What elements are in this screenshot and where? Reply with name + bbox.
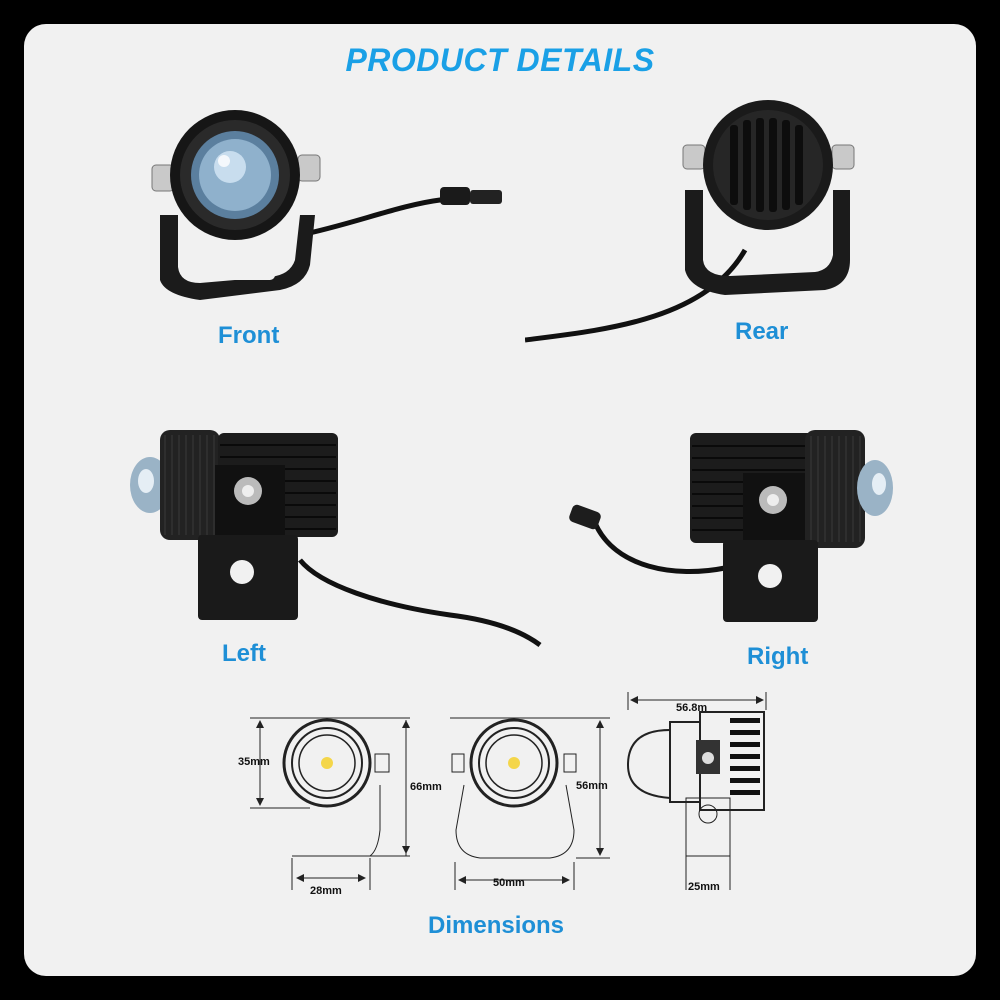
front-view-label: Front (218, 322, 280, 349)
left-view-image (130, 430, 542, 648)
dim-lens-diameter: 35mm (238, 756, 270, 768)
page-title: PRODUCT DETAILS (345, 42, 655, 78)
dimension-drawing-front (250, 717, 410, 890)
dim-rear-height: 56mm (576, 780, 608, 792)
right-view-label: Right (747, 643, 809, 670)
dimensions-caption: Dimensions (428, 912, 565, 939)
dimension-drawing-rear (450, 717, 610, 890)
dim-mount-width: 25mm (688, 881, 720, 893)
rear-led-icon (508, 757, 520, 769)
dim-body-length: 56.8m (676, 702, 707, 714)
front-view-image (151, 110, 502, 300)
dimension-drawings: 35mm 66mm 28mm 50mm 56mm 56.8m 25mm (238, 692, 767, 897)
left-view-label: Left (222, 640, 266, 667)
rear-view-label: Rear (735, 318, 789, 345)
right-view-image (569, 430, 893, 622)
rear-view-image (525, 100, 855, 343)
dim-bracket-width: 50mm (493, 877, 525, 889)
dim-front-height: 66mm (410, 781, 442, 793)
front-led-icon (321, 757, 333, 769)
dim-bracket-depth: 28mm (310, 885, 342, 897)
